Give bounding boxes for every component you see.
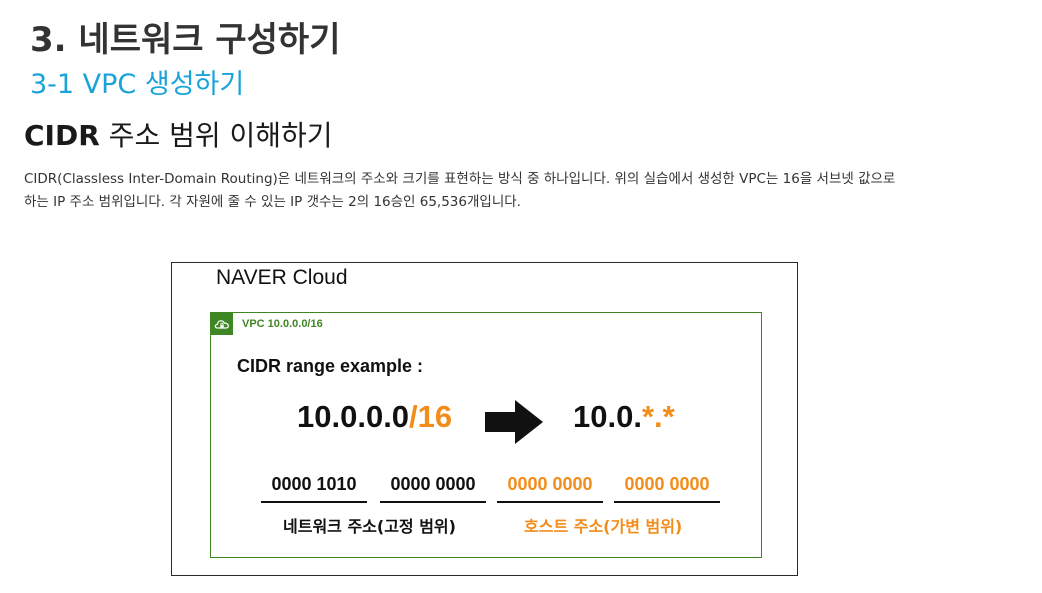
description-paragraph: CIDR(Classless Inter-Domain Routing)은 네트…	[24, 168, 1014, 214]
result-wildcard: *.*	[641, 399, 675, 434]
octet-3: 0000 0000	[507, 474, 593, 494]
host-address-caption: 호스트 주소(가변 범위)	[524, 517, 683, 536]
section-title-rest: 주소 범위 이해하기	[99, 119, 333, 152]
cloud-diagram: NAVER Cloud VPC 10.0.0.0/16 CIDR range e…	[171, 262, 798, 576]
paragraph-line-1: CIDR(Classless Inter-Domain Routing)은 네트…	[24, 171, 896, 187]
octet-underline-4	[614, 501, 720, 503]
cidr-base: 10.0.0.0	[297, 399, 410, 434]
cloud-lock-icon	[211, 313, 233, 335]
cidr-result: 10.0.*.*	[573, 399, 675, 435]
octet-4: 0000 0000	[624, 474, 710, 494]
page-subtitle: 3-1 VPC 생성하기	[30, 69, 245, 100]
section-title-bold: CIDR	[24, 119, 100, 152]
right-arrow-icon	[485, 400, 543, 444]
cidr-notation: 10.0.0.0/16	[297, 399, 452, 435]
vpc-label: VPC 10.0.0.0/16	[242, 318, 323, 330]
cloud-label: NAVER Cloud	[216, 266, 348, 289]
cidr-suffix: /16	[409, 399, 453, 434]
vpc-box: VPC 10.0.0.0/16 CIDR range example : 10.…	[210, 312, 762, 558]
cidr-range-title: CIDR range example :	[237, 356, 424, 376]
network-address-caption: 네트워크 주소(고정 범위)	[283, 517, 456, 536]
octet-2: 0000 0000	[390, 474, 476, 494]
octet-underline-1	[261, 501, 367, 503]
octet-underline-2	[380, 501, 486, 503]
paragraph-line-2: 하는 IP 주소 범위입니다. 각 자원에 줄 수 있는 IP 갯수는 2의 1…	[24, 194, 521, 210]
page-title: 3. 네트워크 구성하기	[30, 20, 341, 60]
octet-1: 0000 1010	[271, 474, 357, 494]
section-title: CIDR 주소 범위 이해하기	[24, 114, 333, 154]
octet-underline-3	[497, 501, 603, 503]
result-base: 10.0.	[573, 399, 642, 434]
